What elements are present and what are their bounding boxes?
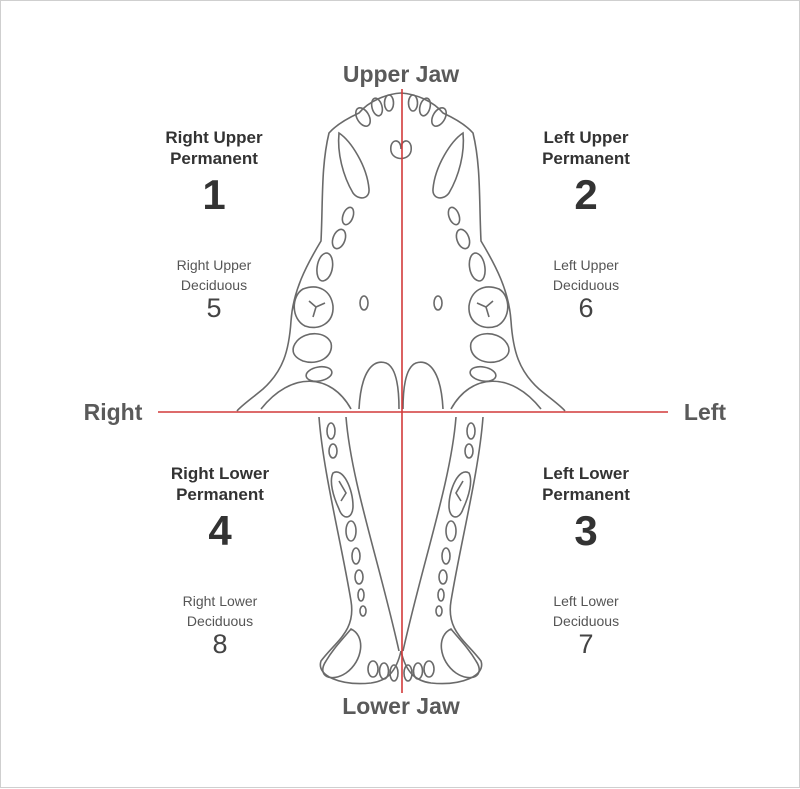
quadrant-number-2: 2 xyxy=(574,171,598,218)
left-side-label: Left xyxy=(683,399,727,425)
right-upper-permanent: Permanent xyxy=(170,149,258,168)
right-upper-permanent-label: Right Upper Permanent xyxy=(139,127,289,169)
lower-left-canine xyxy=(440,628,480,679)
right-lower-deciduous: Deciduous xyxy=(186,613,254,629)
quadrant-number-6: 6 xyxy=(578,293,594,323)
right-lower-deciduous-title: Right Lower xyxy=(182,593,258,609)
right-upper-title: Right Upper xyxy=(165,128,263,147)
quadrant-number-5: 5 xyxy=(206,293,222,323)
right-lower-title: Right Lower xyxy=(170,464,270,483)
right-lower-permanent-label: Right Lower Permanent xyxy=(145,463,295,505)
quadrant-number-3: 3 xyxy=(574,507,598,554)
lower-jaw-outline xyxy=(318,416,402,685)
left-lower-deciduous-title: Left Lower xyxy=(553,593,619,609)
left-lower-deciduous-label: Left Lower Deciduous xyxy=(511,591,661,631)
upper-left-canine xyxy=(432,131,465,199)
right-side-label: Right xyxy=(83,399,143,425)
right-lower-permanent: Permanent xyxy=(176,485,264,504)
quadrant-number-8: 8 xyxy=(212,629,228,659)
left-upper-deciduous-title: Left Upper xyxy=(553,257,619,273)
upper-jaw-label: Upper Jaw xyxy=(342,61,460,87)
quadrant-number-1: 1 xyxy=(202,171,226,218)
upper-right-canine xyxy=(337,131,370,199)
lower-jaw-label: Lower Jaw xyxy=(342,693,460,719)
upper-jaw-outline xyxy=(236,92,402,412)
left-upper-deciduous: Deciduous xyxy=(552,277,620,293)
left-upper-deciduous-label: Left Upper Deciduous xyxy=(511,255,661,295)
left-lower-permanent: Permanent xyxy=(542,485,630,504)
right-lower-deciduous-label: Right Lower Deciduous xyxy=(145,591,295,631)
lower-right-canine xyxy=(322,628,362,679)
right-upper-deciduous: Deciduous xyxy=(180,277,248,293)
left-upper-permanent-label: Left Upper Permanent xyxy=(511,127,661,169)
right-upper-deciduous-title: Right Upper xyxy=(176,257,252,273)
left-lower-deciduous: Deciduous xyxy=(552,613,620,629)
right-upper-deciduous-label: Right Upper Deciduous xyxy=(139,255,289,295)
left-lower-title: Left Lower xyxy=(543,464,629,483)
left-lower-permanent-label: Left Lower Permanent xyxy=(511,463,661,505)
left-upper-title: Left Upper xyxy=(543,128,629,147)
left-upper-permanent: Permanent xyxy=(542,149,630,168)
quadrant-number-7: 7 xyxy=(578,629,594,659)
quadrant-number-4: 4 xyxy=(208,507,232,554)
